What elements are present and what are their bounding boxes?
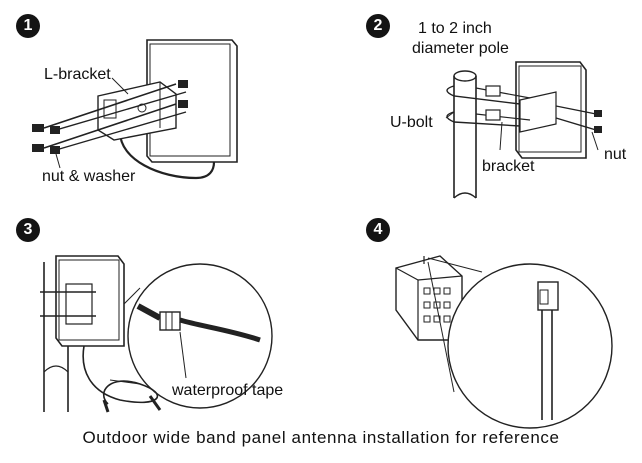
figure-caption: Outdoor wide band panel antenna installa… [82,428,560,447]
step1-antenna-panel [146,39,238,163]
waterproof-tape-label: waterproof tape [172,382,284,399]
nut-washer-label: nut & washer [42,168,136,185]
step2-pole [453,70,477,199]
step2-bracket [519,91,557,133]
l-bracket-label: L-bracket [44,66,111,83]
step4-number-badge: 4 [366,218,390,242]
step2-illustration [445,61,602,199]
step3-connector-zoom [136,303,261,343]
step1-illustration [32,39,238,180]
pole-size-label-line1: 1 to 2 inch [418,20,492,37]
step3-bracket [40,283,96,325]
step3-cable-coil [82,345,162,413]
step2-nuts [555,105,602,133]
bracket-label: bracket [482,158,535,175]
step3-zoom-circle [127,263,273,409]
u-bolt-label: U-bolt [390,114,433,131]
step2-number-badge: 2 [366,14,390,38]
step1-l-bracket [97,81,177,141]
step4-pole-antenna [537,281,559,420]
step1-number-badge: 1 [16,14,40,38]
step4-zoom-circle [447,263,613,429]
nut-label: nut [604,146,627,163]
step3-number-badge: 3 [16,218,40,242]
pole-size-label-line2: diameter pole [412,40,509,57]
step3-illustration [40,255,273,413]
step1-cable [118,131,216,180]
step1-bolts [32,80,188,154]
step4-illustration [395,255,613,429]
step4-building [395,255,463,341]
